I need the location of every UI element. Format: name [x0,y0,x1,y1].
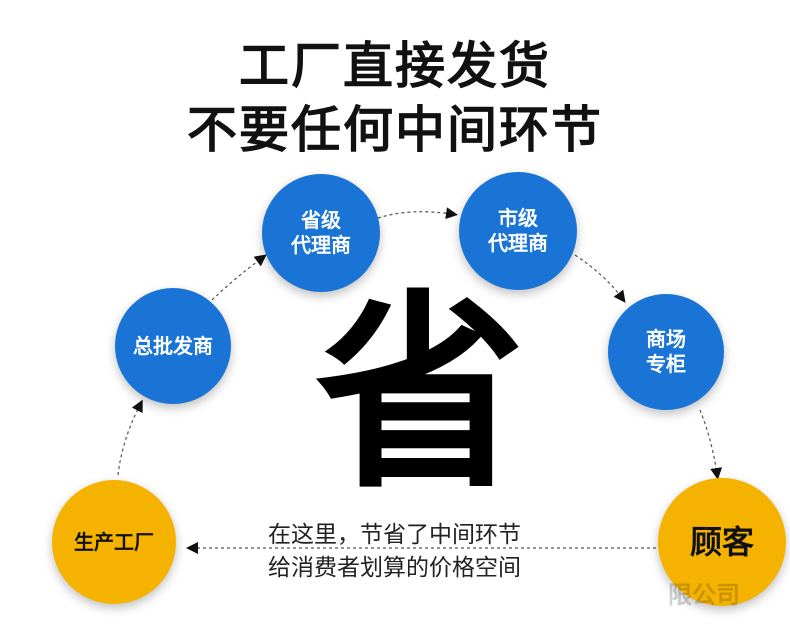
connector-wholesaler-to-provincial [211,254,267,301]
node-provincial-agent: 省级 代理商 [262,174,380,292]
title-line-1: 工厂直接发货 [239,37,551,95]
node-mall-counter-label: 商场 专柜 [646,327,686,376]
center-character: 省 [315,272,526,517]
node-wholesaler-label: 总批发商 [133,333,213,358]
node-provincial-agent-label: 省级 代理商 [291,208,351,257]
node-mall-counter: 商场 专柜 [608,294,724,410]
watermark-text: 限公司 [668,581,740,609]
node-city-agent-label: 市级 代理商 [488,206,548,255]
node-customer-label: 顾客 [689,523,754,561]
savings-note-line-1: 在这里，节省了中间环节 [268,522,521,548]
node-factory: 生产工厂 [52,480,176,604]
node-city-agent: 市级 代理商 [459,172,577,290]
connector-factory-to-wholesaler [117,399,143,476]
connector-city-to-mall [574,254,626,303]
node-factory-label: 生产工厂 [74,529,154,554]
savings-note-line-2: 给消费者划算的价格空间 [268,555,521,581]
connector-mall-to-customer [699,409,723,480]
title-line-2: 不要任何中间环节 [187,101,603,159]
node-wholesaler: 总批发商 [115,288,231,404]
connector-provincial-to-city [377,207,458,220]
node-customer: 顾客 [658,478,786,606]
